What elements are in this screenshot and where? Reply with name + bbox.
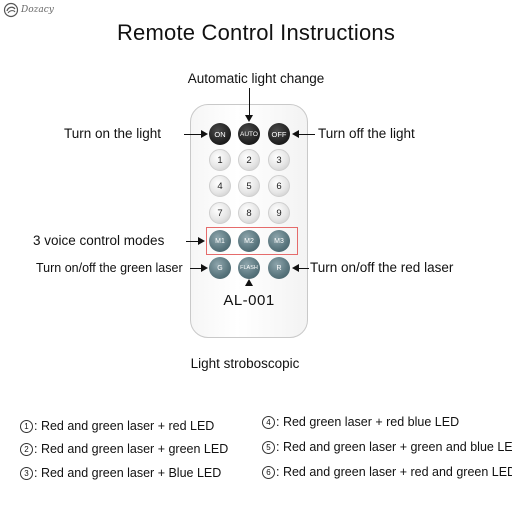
button-2-label: 2: [246, 154, 252, 166]
button-9[interactable]: 9: [268, 202, 290, 224]
button-7-label: 7: [217, 207, 223, 219]
legend-item-1: 1 : Red and green laser + red LED: [20, 420, 214, 433]
off-callout-label: Turn off the light: [318, 126, 415, 141]
auto-button-label: AUTO: [240, 130, 258, 138]
red-leader-arrow: [292, 264, 299, 272]
red-callout-label: Turn on/off the red laser: [310, 260, 454, 275]
button-7[interactable]: 7: [209, 202, 231, 224]
legend-item-4: 4 : Red green laser + red blue LED: [262, 416, 459, 429]
brand-logo: Dozacy: [3, 2, 54, 18]
m2-button-label: M2: [244, 237, 254, 245]
button-3[interactable]: 3: [268, 149, 290, 171]
auto-button[interactable]: AUTO: [238, 123, 260, 145]
button-5[interactable]: 5: [238, 175, 260, 197]
button-3-label: 3: [276, 154, 282, 166]
button-6[interactable]: 6: [268, 175, 290, 197]
legend-num-1: 1: [20, 420, 33, 433]
button-4-label: 4: [217, 180, 223, 192]
strobe-callout-label: Light stroboscopic: [190, 356, 300, 371]
off-button[interactable]: OFF: [268, 123, 290, 145]
legend-num-5: 5: [262, 441, 275, 454]
voice-callout-label: 3 voice control modes: [33, 233, 165, 248]
red-laser-button[interactable]: R: [268, 257, 290, 279]
green-laser-button-label: G: [217, 264, 223, 272]
auto-callout-label: Automatic light change: [187, 71, 325, 86]
button-9-label: 9: [276, 207, 282, 219]
legend-text-4: : Red green laser + red blue LED: [276, 415, 460, 430]
legend-text-6: : Red and green laser + red and green LE…: [276, 465, 512, 480]
strobe-leader-line: [249, 285, 250, 355]
legend-num-4: 4: [262, 416, 275, 429]
m1-button-label: M1: [215, 237, 225, 245]
on-leader-arrow: [201, 130, 208, 138]
brand-swirl-icon: [3, 2, 19, 18]
auto-leader-arrow: [245, 115, 253, 122]
legend-text-2: : Red and green laser + green LED: [34, 442, 229, 457]
button-1-label: 1: [217, 154, 223, 166]
off-button-label: OFF: [271, 129, 287, 139]
button-5-label: 5: [246, 180, 252, 192]
legend-item-5: 5 : Red and green laser + green and blue…: [262, 441, 512, 454]
m2-button[interactable]: M2: [238, 230, 260, 252]
legend-item-2: 2 : Red and green laser + green LED: [20, 443, 228, 456]
legend-text-5: : Red and green laser + green and blue L…: [276, 440, 512, 455]
model-label: AL-001: [223, 292, 275, 309]
red-leader-line: [298, 268, 309, 269]
legend-item-3: 3 : Red and green laser + Blue LED: [20, 467, 221, 480]
button-8[interactable]: 8: [238, 202, 260, 224]
off-leader-arrow: [292, 130, 299, 138]
green-callout-label: Turn on/off the green laser: [36, 261, 183, 275]
m3-button-label: M3: [274, 237, 284, 245]
on-button-label: ON: [214, 129, 226, 139]
voice-leader-line: [186, 241, 200, 242]
m3-button[interactable]: M3: [268, 230, 290, 252]
green-leader-line: [190, 268, 204, 269]
m1-button[interactable]: M1: [209, 230, 231, 252]
red-laser-button-label: R: [276, 264, 282, 272]
legend-num-2: 2: [20, 443, 33, 456]
flash-button[interactable]: FLASH: [238, 257, 260, 279]
legend-num-6: 6: [262, 466, 275, 479]
legend-num-3: 3: [20, 467, 33, 480]
auto-leader-line: [249, 88, 250, 118]
green-leader-arrow: [201, 264, 208, 272]
button-8-label: 8: [246, 207, 252, 219]
button-2[interactable]: 2: [238, 149, 260, 171]
button-6-label: 6: [276, 180, 282, 192]
voice-leader-arrow: [198, 237, 205, 245]
legend-item-6: 6 : Red and green laser + red and green …: [262, 466, 512, 479]
on-leader-line: [184, 134, 204, 135]
brand-name: Dozacy: [21, 5, 54, 15]
off-leader-line: [298, 134, 315, 135]
green-laser-button[interactable]: G: [209, 257, 231, 279]
button-1[interactable]: 1: [209, 149, 231, 171]
flash-button-label: FLASH: [240, 265, 258, 271]
on-button[interactable]: ON: [209, 123, 231, 145]
legend-text-1: : Red and green laser + red LED: [34, 419, 215, 434]
on-callout-label: Turn on the light: [64, 126, 162, 141]
strobe-leader-arrow: [245, 279, 253, 286]
voice-modes-highlight: [206, 227, 298, 255]
legend-text-3: : Red and green laser + Blue LED: [34, 466, 222, 481]
button-4[interactable]: 4: [209, 175, 231, 197]
page-title: Remote Control Instructions: [116, 20, 396, 45]
